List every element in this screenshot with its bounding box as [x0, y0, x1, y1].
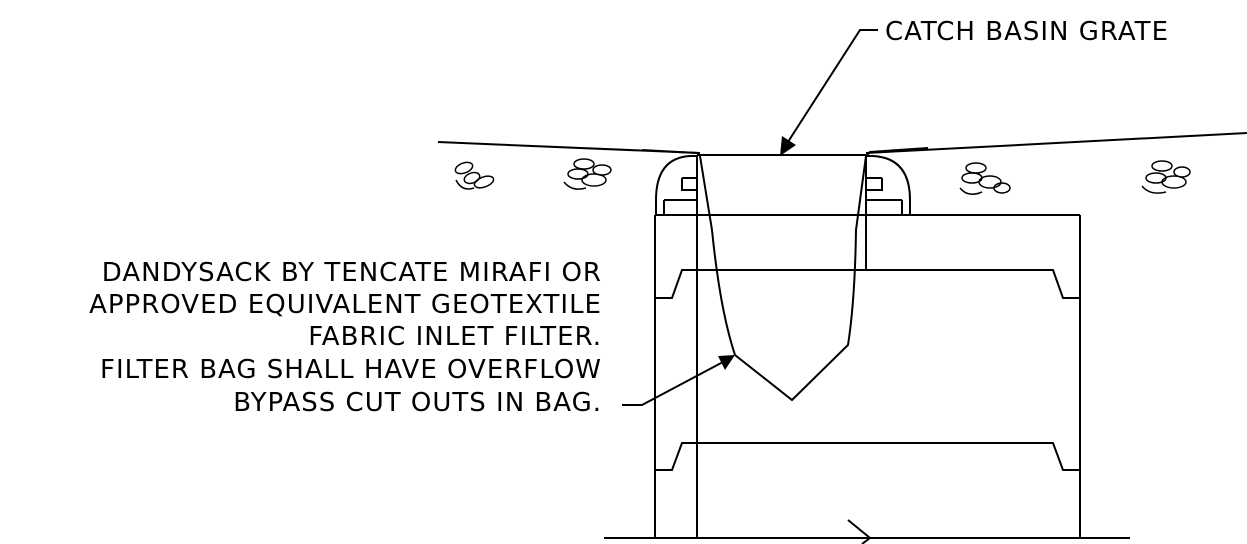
note-line-3: FABRIC INLET FILTER.: [308, 322, 602, 352]
vegetation-right-1: [959, 162, 1011, 195]
vegetation-left-1: [454, 161, 495, 190]
catch-basin-structure: [604, 156, 1130, 544]
frame-right: [866, 155, 911, 215]
bag-flap-left: [641, 149, 701, 157]
note-line-1: DANDYSACK BY TENCATE MIRAFI OR: [102, 258, 602, 288]
frame-left: [655, 155, 697, 215]
grade-line-right: [865, 132, 1247, 154]
leader-filter-note: [622, 355, 735, 406]
note-line-5: BYPASS CUT OUTS IN BAG.: [233, 388, 602, 418]
bag-flap-right: [865, 147, 929, 157]
filter-bag: [699, 155, 867, 402]
vegetation-right-2: [1141, 160, 1191, 194]
leader-catch-basin-grate: [780, 29, 878, 156]
vegetation-left-2: [563, 158, 612, 190]
note-line-2: APPROVED EQUIVALENT GEOTEXTILE: [89, 290, 602, 320]
note-line-4: FILTER BAG SHALL HAVE OVERFLOW: [100, 355, 602, 385]
label-catch-basin-grate: CATCH BASIN GRATE: [885, 17, 1169, 47]
break-symbol: [847, 519, 872, 544]
